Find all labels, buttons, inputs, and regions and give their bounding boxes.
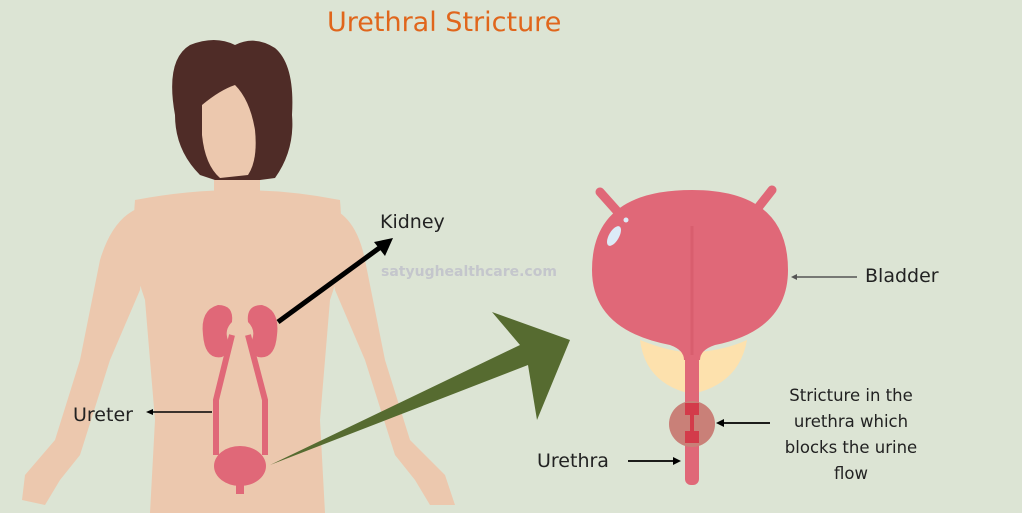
kidney-arrow bbox=[276, 238, 393, 325]
urinary-system-small bbox=[202, 305, 278, 494]
ureters bbox=[213, 334, 268, 455]
left-arm bbox=[22, 205, 150, 505]
ureter-label: Ureter bbox=[73, 404, 133, 426]
bladder-pointer bbox=[791, 274, 857, 280]
watermark: satyughealthcare.com bbox=[381, 264, 557, 280]
svg-text:flow: flow bbox=[834, 464, 868, 483]
right-arm bbox=[320, 205, 455, 505]
bladder-label: Bladder bbox=[865, 265, 939, 287]
right-kidney bbox=[247, 305, 278, 358]
human-figure bbox=[22, 40, 455, 513]
stricture-pointer bbox=[716, 419, 770, 427]
kidney-label: Kidney bbox=[380, 211, 445, 233]
face bbox=[202, 85, 256, 178]
bladder-highlight bbox=[607, 226, 621, 246]
svg-text:blocks the urine: blocks the urine bbox=[785, 438, 917, 457]
svg-text:Stricture in the: Stricture in the bbox=[789, 386, 913, 405]
small-bladder bbox=[214, 446, 266, 486]
left-kidney bbox=[202, 305, 233, 358]
bladder-detail bbox=[592, 185, 788, 485]
bladder bbox=[592, 190, 788, 360]
ureter-pointer bbox=[146, 409, 212, 415]
stricture-label: Stricture in the urethra which blocks th… bbox=[785, 386, 917, 483]
torso bbox=[133, 190, 342, 513]
svg-text:urethra which: urethra which bbox=[794, 412, 908, 431]
urethra-pointer bbox=[628, 457, 681, 465]
urethra-label: Urethra bbox=[537, 450, 609, 472]
small-urethra bbox=[236, 482, 244, 494]
page-title: Urethral Stricture bbox=[327, 7, 561, 38]
